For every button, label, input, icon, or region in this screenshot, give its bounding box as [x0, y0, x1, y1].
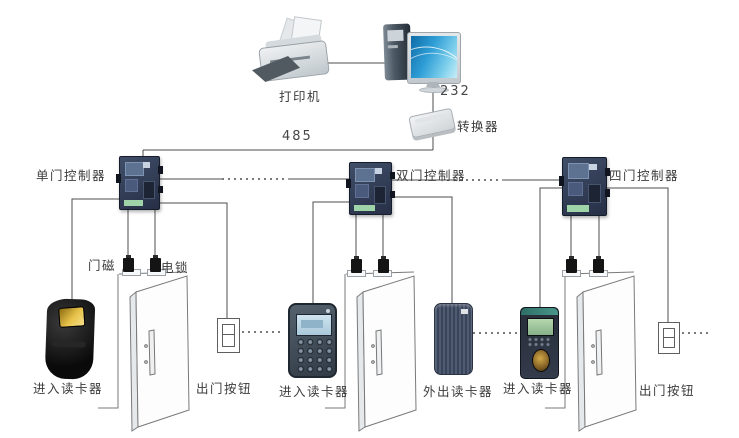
wires [71, 62, 712, 334]
door-handle-dot [371, 344, 375, 348]
reader-lcd [527, 318, 554, 336]
controller-board-single-door [116, 156, 163, 210]
board-chip [374, 168, 382, 174]
reader-top-band [521, 308, 558, 315]
board-terminal [559, 176, 564, 187]
computer-graphic [382, 20, 462, 93]
board-chip [588, 163, 597, 170]
board-chip [354, 184, 370, 198]
door-handle-dot [591, 344, 595, 348]
door-frame [325, 274, 346, 409]
door-1 [98, 271, 190, 432]
reader-band [51, 340, 86, 348]
exit-card-reader-graphic [434, 303, 473, 375]
board-terminal [605, 189, 610, 198]
rs232-label: 232 [440, 84, 471, 99]
door-panel [135, 275, 190, 428]
entry-reader-2-label: 进入读卡器 [279, 384, 350, 399]
wire-controller1-reader1 [71, 198, 119, 300]
board-terminal [116, 173, 121, 183]
monitor-stand [426, 82, 440, 87]
printer-label: 打印机 [279, 89, 322, 104]
entry-reader-1-label: 进入读卡器 [33, 381, 104, 396]
door-handle [595, 329, 603, 376]
converter-body [408, 107, 456, 139]
door-panel [582, 275, 637, 428]
reader-screen [58, 306, 86, 328]
board-chip [568, 181, 584, 197]
reader-led [326, 309, 330, 313]
door-magnet-block [123, 255, 134, 272]
door-magnet-block [566, 256, 577, 273]
reader-lcd [296, 314, 332, 336]
door-magnet-block [351, 256, 362, 273]
board-terminal [158, 185, 163, 193]
board-terminal [390, 172, 395, 180]
wire-controller3-reader4 [539, 187, 562, 308]
door-3 [545, 271, 637, 432]
electric-lock-block [378, 256, 389, 273]
exit-button-2-label: 出门按钮 [639, 383, 696, 398]
exit-button-switch [222, 324, 235, 347]
double-door-controller-label: 双门控制器 [396, 168, 467, 183]
door-2 [325, 271, 417, 432]
reader-label-chip [461, 309, 468, 314]
monitor-screen [411, 36, 457, 78]
electric-lock-block [150, 255, 161, 272]
wire-controller2-reader3 [390, 196, 453, 304]
single-door-controller-label: 单门控制器 [36, 168, 107, 183]
door-handle [148, 329, 156, 376]
door-handle-dot [144, 344, 148, 348]
four-door-controller-label: 四门控制器 [609, 168, 680, 183]
wire-controller3-button2 [605, 187, 669, 323]
controller-board-double-door [346, 162, 395, 215]
board-chip [143, 162, 151, 168]
exit-button-2-graphic [658, 322, 680, 354]
board-connector [123, 199, 144, 206]
door-handle-dot [591, 360, 595, 364]
fingerprint-sensor [532, 349, 550, 372]
door-handle-dot [371, 360, 375, 364]
entry-card-reader-2-graphic [288, 303, 337, 378]
door-handle-dot [144, 360, 148, 364]
exit-button-switch [663, 328, 675, 348]
monitor-base [419, 87, 449, 93]
board-terminal [390, 191, 395, 199]
controller-board-four-door [559, 157, 610, 216]
board-connector [354, 204, 375, 211]
door-magnet-label: 门磁 [88, 258, 117, 273]
wire-controller1-button1 [158, 202, 228, 319]
rs485-label: 485 [282, 129, 313, 144]
board-terminal [158, 166, 163, 174]
electric-lock-label: 电锁 [161, 260, 190, 275]
board-connector [567, 204, 589, 212]
door-panel [362, 275, 417, 428]
board-chip [124, 178, 139, 193]
electric-lock-block [593, 256, 604, 273]
board-terminal [346, 179, 351, 189]
exit-button-1-label: 出门按钮 [196, 381, 253, 396]
converter-label: 转换器 [457, 119, 500, 134]
door-handle [375, 329, 383, 376]
printer-graphic [252, 16, 332, 84]
wire-controller2-reader2 [312, 201, 349, 304]
board-terminal [605, 168, 610, 177]
door-frame [98, 274, 119, 409]
converter-graphic [408, 104, 456, 140]
door-frame [545, 274, 566, 409]
computer-monitor [407, 32, 461, 84]
entry-card-reader-1-graphic [44, 298, 96, 380]
entry-card-reader-3-graphic [520, 307, 559, 379]
reader-keypad [527, 337, 552, 347]
reader-keypad [296, 338, 333, 374]
exit-reader-label: 外出读卡器 [423, 384, 494, 399]
exit-button-1-graphic [217, 318, 240, 353]
entry-reader-3-label: 进入读卡器 [503, 381, 574, 396]
